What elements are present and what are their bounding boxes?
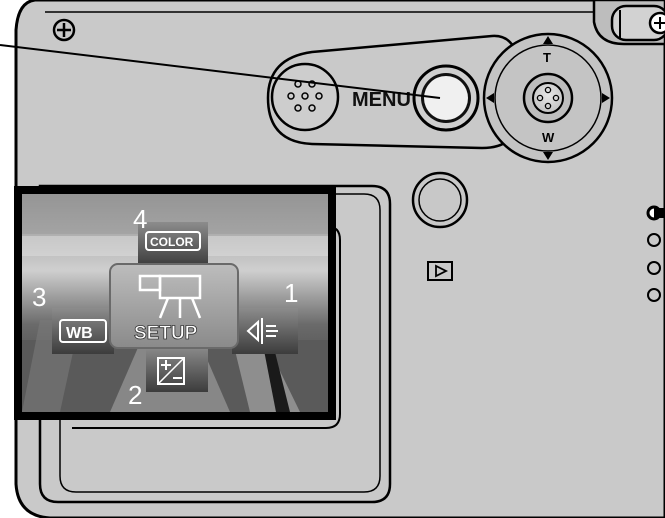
menu-tile-white-balance[interactable]: WB [52,308,114,354]
mode-indicator-lamps [646,205,665,302]
setup-label: SETUP [134,323,198,344]
strap-eyelet [592,0,665,46]
callout-number-top: 4 [133,204,147,234]
video-camera-icon [138,274,202,319]
menu-tile-setup[interactable]: SETUP [109,263,239,349]
playback-icon [427,261,453,281]
arrow-up-icon [543,36,553,44]
display-button[interactable] [411,171,469,229]
exposure-compensation-icon [157,357,185,385]
callout-number-bottom: 2 [128,380,142,410]
speaker-grille [270,62,340,132]
callout-number-right: 1 [284,278,298,308]
flash-mode-icon [246,318,278,344]
arrow-left-icon [486,93,494,103]
menu-label: MENU [352,89,411,111]
zoom-wide-label: W [542,130,555,145]
callout-number-left: 3 [32,282,46,312]
menu-tile-color[interactable]: COLOR [138,222,208,266]
menu-tile-exposure[interactable] [146,346,208,392]
crosshair-icon [52,18,76,42]
menu-button[interactable] [412,64,480,132]
controller-dial[interactable] [482,32,614,164]
zoom-tele-label: T [543,50,551,65]
menu-tile-flash[interactable] [232,308,298,354]
arrow-down-icon [543,152,553,160]
leader-line [0,44,441,99]
wb-icon-label: WB [66,325,93,342]
arrow-right-icon [602,93,610,103]
color-icon-label: COLOR [150,235,194,249]
